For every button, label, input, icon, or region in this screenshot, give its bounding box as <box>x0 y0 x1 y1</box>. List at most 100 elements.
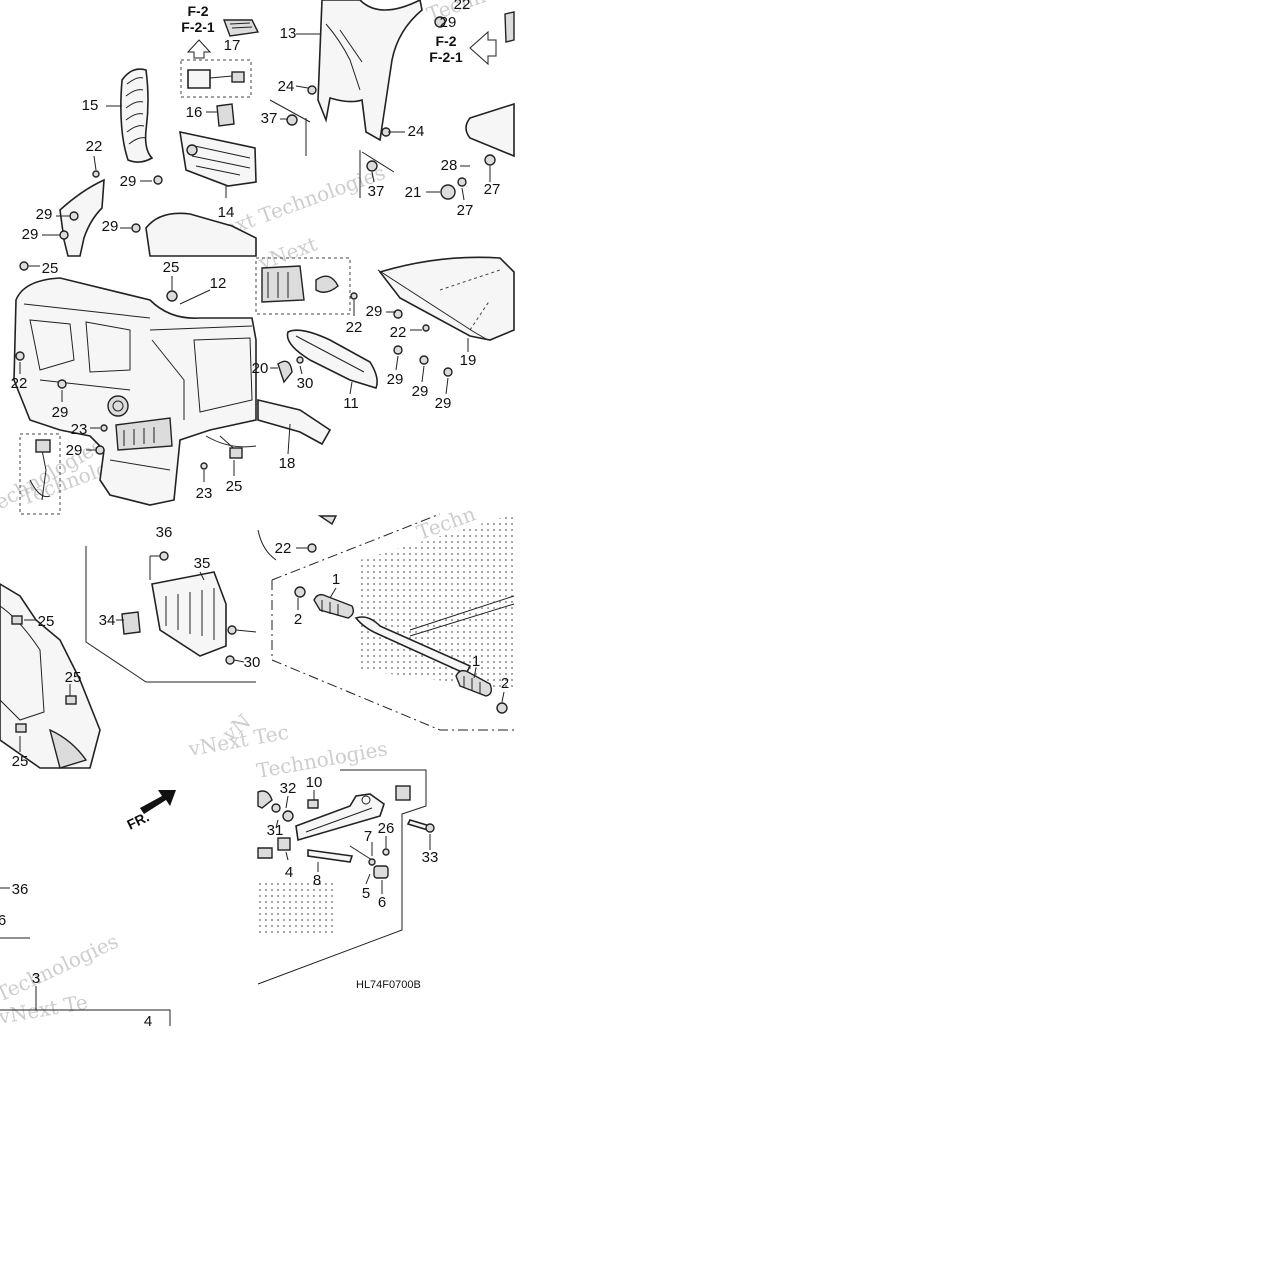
part-12-dashboard <box>13 277 257 506</box>
part-18-tray <box>257 398 332 446</box>
callout-34: 34 <box>99 612 116 629</box>
reference-label-1: F-2 F-2-1 <box>181 3 215 35</box>
part-8-rod <box>307 849 354 863</box>
part-14-vent <box>179 130 257 187</box>
callout-26: 26 <box>378 820 395 837</box>
part-13-side-panel <box>59 178 105 257</box>
callout-18: 18 <box>279 455 296 472</box>
callout-7: 7 <box>364 828 372 845</box>
part-handle-bar <box>354 616 472 676</box>
reference-arrow-up <box>186 39 212 59</box>
callout-3: 3 <box>32 970 40 987</box>
callout-30: 30 <box>244 654 261 671</box>
callout-8: 8 <box>313 872 321 889</box>
part-1-grip-left <box>313 593 355 619</box>
callout-25: 25 <box>163 259 180 276</box>
callout-29: 29 <box>66 442 83 459</box>
part-13-cover <box>317 0 423 142</box>
callout-22: 22 <box>454 0 471 13</box>
callout-2: 2 <box>501 675 509 692</box>
panel-dashboard <box>13 261 257 515</box>
callout-32: 32 <box>280 780 297 797</box>
callout-19: 19 <box>460 352 477 369</box>
callout-16: 16 <box>186 104 203 121</box>
callout-29: 29 <box>412 383 429 400</box>
callout-29: 29 <box>435 395 452 412</box>
part-35-vent <box>151 571 227 657</box>
part-26-trim <box>465 102 515 158</box>
reference-2-line1: F-2 <box>436 33 457 49</box>
reference-arrow-left <box>469 30 497 66</box>
callout-17: 17 <box>224 37 241 54</box>
callout-29: 29 <box>102 218 119 235</box>
part-lever-arm <box>295 793 385 842</box>
callout-33: 33 <box>422 849 439 866</box>
callout-13: 13 <box>280 25 297 42</box>
callout-6: 6 <box>378 894 386 911</box>
callout-23: 23 <box>196 485 213 502</box>
part-15-grille <box>120 68 154 163</box>
callout-4: 4 <box>144 1013 152 1030</box>
front-direction-marker <box>140 790 176 814</box>
callout-15: 15 <box>82 97 99 114</box>
callout-22: 22 <box>11 375 28 392</box>
callout-36: 36 <box>12 881 29 898</box>
panel-top-right <box>269 0 515 201</box>
callout-25: 25 <box>226 478 243 495</box>
callout-27: 27 <box>457 202 474 219</box>
callout-29: 29 <box>22 226 39 243</box>
callout-6: 6 <box>0 912 6 929</box>
callout-22: 22 <box>86 138 103 155</box>
callout-1: 1 <box>472 653 480 670</box>
part-16-clip <box>216 103 235 127</box>
callout-10: 10 <box>306 774 323 791</box>
part-1-grip-right <box>455 669 493 697</box>
callout-29: 29 <box>387 371 404 388</box>
callout-25: 25 <box>42 260 59 277</box>
callout-29: 29 <box>440 14 457 31</box>
callout-20: 20 <box>252 360 269 377</box>
callout-2: 2 <box>294 611 302 628</box>
callout-29: 29 <box>366 303 383 320</box>
front-label: FR. <box>124 808 151 832</box>
callout-29: 29 <box>52 404 69 421</box>
callout-1: 1 <box>332 571 340 588</box>
callout-36: 36 <box>156 524 173 541</box>
callout-12: 12 <box>210 275 227 292</box>
callout-11: 11 <box>343 395 359 412</box>
callout-25: 25 <box>65 669 82 686</box>
part-19-lid <box>378 256 515 341</box>
callout-4: 4 <box>285 864 293 881</box>
callout-35: 35 <box>194 555 211 572</box>
callout-25: 25 <box>12 753 29 770</box>
callout-37: 37 <box>368 183 385 200</box>
callout-5: 5 <box>362 885 370 902</box>
callout-23: 23 <box>71 421 88 438</box>
callout-25: 25 <box>38 613 55 630</box>
callout-31: 31 <box>267 822 284 839</box>
panel-middle-right <box>255 256 515 455</box>
reference-label-2: F-2 F-2-1 <box>429 33 463 65</box>
reference-1-line2: F-2-1 <box>181 19 215 35</box>
callout-24: 24 <box>408 123 425 140</box>
callout-37: 37 <box>261 110 278 127</box>
callout-22: 22 <box>346 319 363 336</box>
callout-14: 14 <box>218 204 235 221</box>
front-arrow-icon <box>140 790 176 814</box>
drawing-code: HL74F0700B <box>356 979 421 991</box>
callout-29: 29 <box>120 173 137 190</box>
panel-lever <box>257 769 435 985</box>
callout-24: 24 <box>278 78 295 95</box>
part-lower-trim <box>0 583 101 769</box>
reference-1-line1: F-2 <box>188 3 209 19</box>
callout-28: 28 <box>441 157 458 174</box>
panel-lower-left <box>0 546 257 769</box>
panel-handlebar <box>257 513 515 731</box>
panel-bottom-left <box>0 887 171 1026</box>
callout-21: 21 <box>405 184 422 201</box>
callout-22: 22 <box>275 540 292 557</box>
callout-29: 29 <box>36 206 53 223</box>
callout-22: 22 <box>390 324 407 341</box>
